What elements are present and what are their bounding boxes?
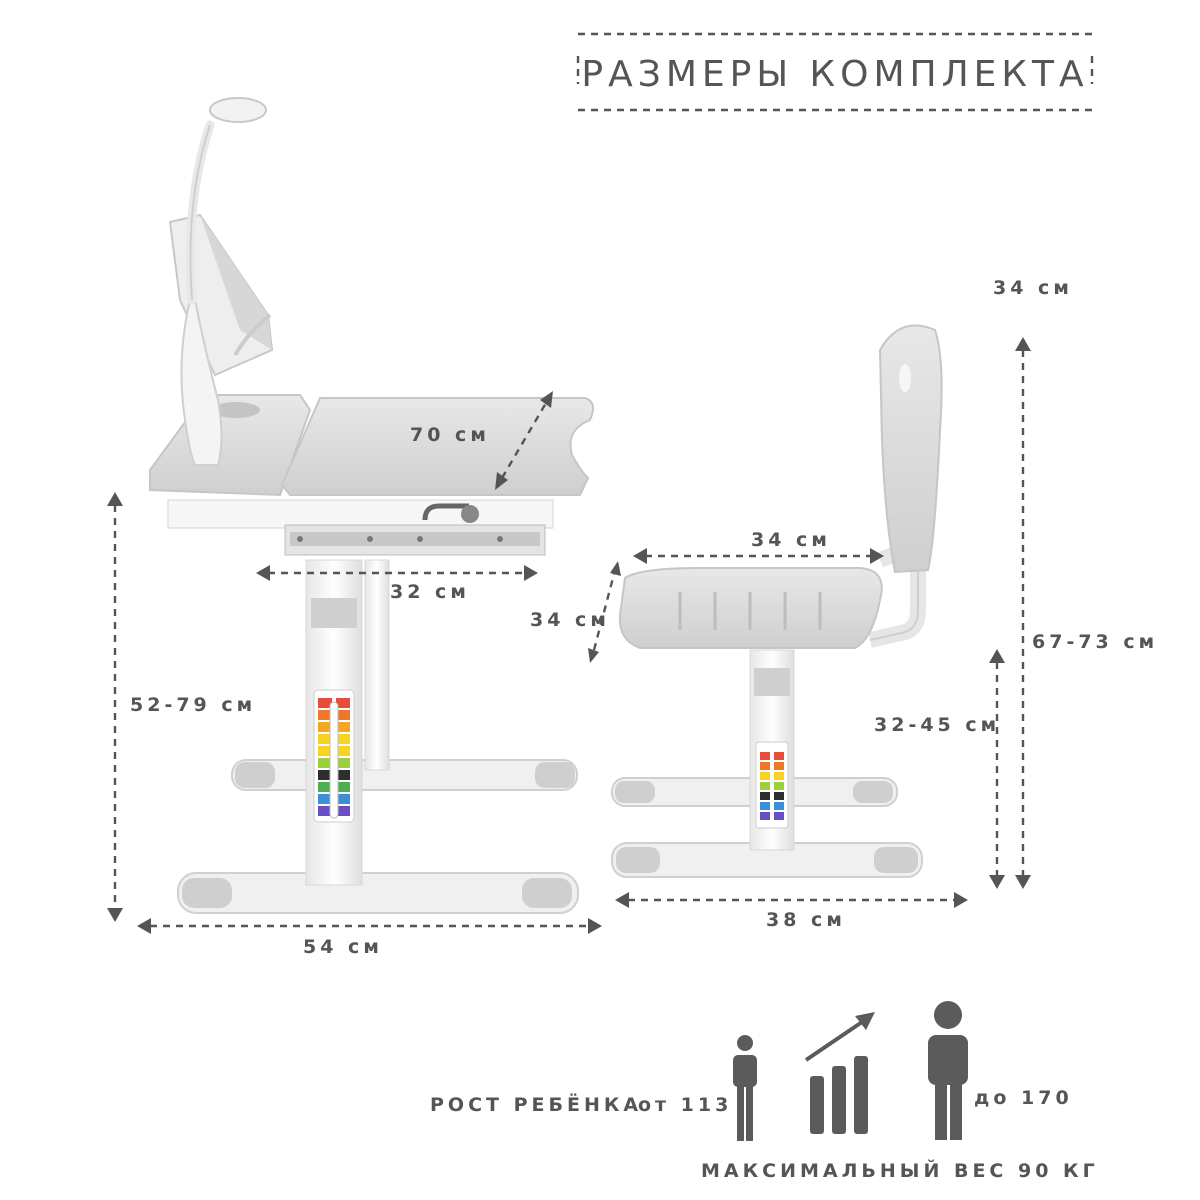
child-height-from: от 113 bbox=[638, 1094, 732, 1116]
growth-bars-icon bbox=[804, 1012, 875, 1134]
child-height-to: до 170 bbox=[974, 1087, 1073, 1109]
person-small-icon bbox=[733, 1035, 757, 1141]
child-height-label: РОСТ РЕБЁНКА bbox=[430, 1092, 642, 1116]
label-chair-base-width: 38 см bbox=[766, 909, 846, 931]
chair-illustration bbox=[611, 324, 943, 878]
label-seat-width: 34 см bbox=[751, 529, 831, 551]
label-chair-height: 67-73 см bbox=[1032, 631, 1158, 653]
height-scale bbox=[313, 689, 355, 823]
label-desk-base-width: 54 см bbox=[303, 936, 383, 958]
label-desk-top-depth: 70 см bbox=[410, 424, 490, 446]
chair-height-scale bbox=[755, 741, 789, 829]
label-desk-height: 52-79 см bbox=[130, 694, 256, 716]
label-seat-height: 32-45 см bbox=[874, 714, 1000, 736]
dimension-lines bbox=[107, 337, 1031, 934]
label-chair-backrest-width: 34 см bbox=[993, 277, 1073, 299]
label-drawer-width: 32 см bbox=[390, 581, 470, 603]
desk-illustration bbox=[149, 97, 595, 914]
max-weight-label: МАКСИМАЛЬНЫЙ ВЕС 90 КГ bbox=[701, 1159, 1099, 1182]
title-frame: РАЗМЕРЫ КОМПЛЕКТА bbox=[576, 32, 1094, 112]
page-title: РАЗМЕРЫ КОМПЛЕКТА bbox=[581, 54, 1088, 95]
label-seat-depth: 34 см bbox=[530, 609, 610, 631]
person-large-icon bbox=[928, 1001, 968, 1140]
